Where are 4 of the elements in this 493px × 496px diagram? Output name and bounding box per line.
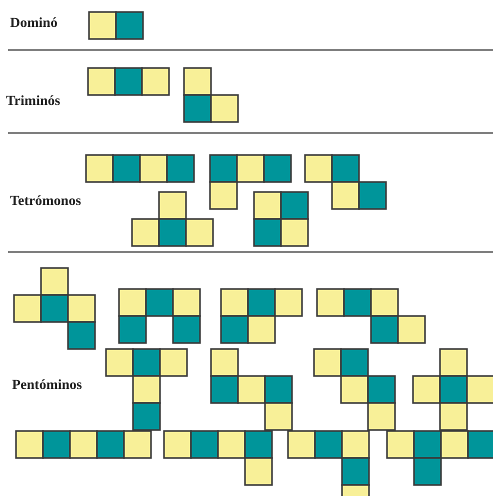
section-heading: Pentóminos bbox=[12, 378, 82, 394]
section-heading: Dominó bbox=[10, 16, 58, 32]
section-heading: Triminós bbox=[6, 94, 60, 110]
section-heading: Tetrómonos bbox=[10, 194, 82, 210]
